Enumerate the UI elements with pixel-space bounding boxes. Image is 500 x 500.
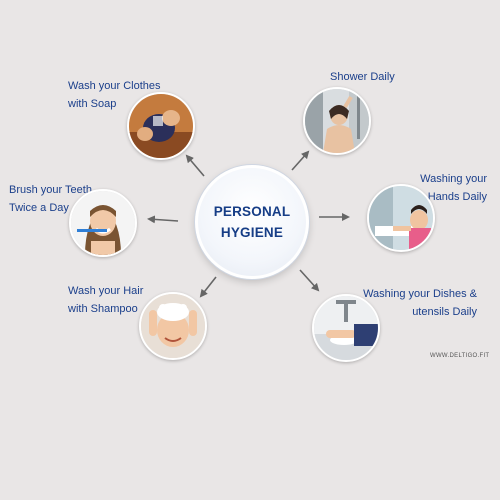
label-wash-dishes-line2: utensils Daily: [412, 306, 477, 318]
center-topic-circle: PERSONAL HYGIENE: [195, 165, 309, 279]
photo-shower: [303, 87, 371, 155]
label-wash-dishes-line1: Washing your Dishes &: [363, 288, 477, 300]
label-wash-hair-line2: with Shampoo: [68, 303, 138, 315]
photo-brush-teeth: [69, 189, 137, 257]
label-wash-hair-line1: Wash your Hair: [68, 285, 144, 297]
center-title-line2: HYGIENE: [220, 225, 284, 240]
label-wash-clothes: Wash your Clothes with Soap: [68, 77, 161, 113]
label-wash-hands: Washing your Hands Daily: [380, 170, 487, 206]
label-shower-line1: Shower Daily: [330, 71, 395, 83]
photo-wash-hands: [367, 184, 435, 252]
label-brush-teeth-line1: Brush your Teeth: [9, 184, 92, 196]
label-brush-teeth: Brush your Teeth Twice a Day: [9, 181, 92, 217]
photo-wash-dishes: [312, 294, 380, 362]
label-brush-teeth-line2: Twice a Day: [9, 202, 69, 214]
label-wash-hair: Wash your Hair with Shampoo: [68, 282, 143, 318]
arrow-to-dishes: [299, 269, 320, 292]
arrow-to-hair: [199, 276, 217, 298]
label-shower: Shower Daily: [330, 68, 395, 86]
label-wash-clothes-line1: Wash your Clothes: [68, 80, 161, 92]
label-wash-hands-line1: Washing your: [420, 173, 487, 185]
label-wash-clothes-line2: with Soap: [68, 98, 117, 110]
label-wash-hands-line2: Hands Daily: [427, 191, 487, 203]
center-title-line1: PERSONAL: [213, 204, 291, 219]
watermark-text: WWW.DELTIGO.FIT: [430, 353, 490, 359]
label-wash-dishes: Washing your Dishes & utensils Daily: [360, 285, 477, 321]
arrow-to-clothes: [185, 154, 205, 177]
photo-wash-hair: [139, 292, 207, 360]
arrow-to-teeth: [147, 215, 179, 224]
photo-wash-clothes: [127, 92, 195, 160]
arrow-to-shower: [291, 150, 310, 171]
